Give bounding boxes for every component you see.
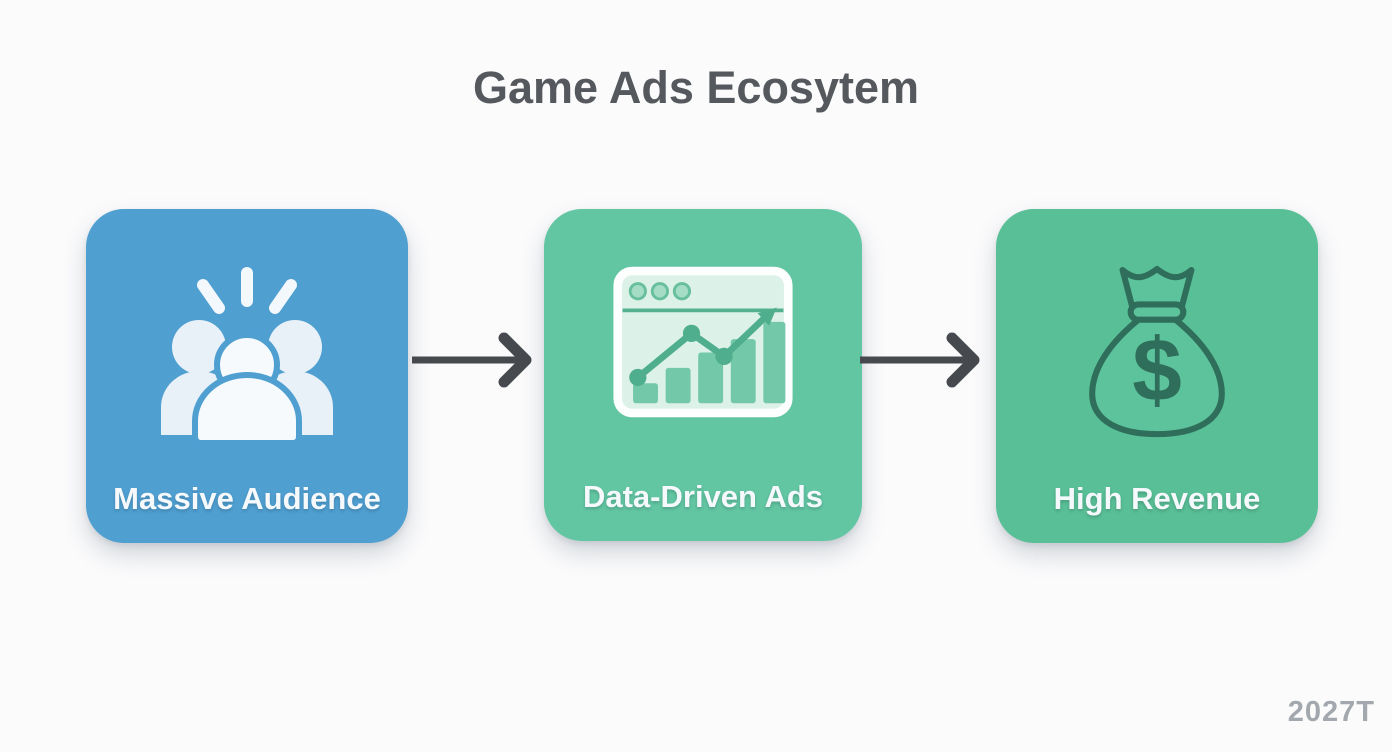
flow-step-label: High Revenue: [1053, 481, 1261, 516]
flow-step-label: Massive Audience: [113, 481, 381, 516]
flow-step-data-driven-ads: Data-Driven Ads: [544, 209, 862, 541]
flow-step-massive-audience: Massive Audience: [86, 209, 408, 543]
audience-people-icon: [161, 267, 333, 446]
watermark-text: 2027T: [1287, 696, 1375, 728]
analytics-window-icon: [613, 266, 793, 418]
money-bag-icon: $: [1089, 265, 1225, 438]
flow-step-label: Data-Driven Ads: [582, 479, 824, 514]
flow-step-high-revenue: $ High Revenue: [996, 209, 1318, 543]
svg-text:$: $: [1132, 320, 1182, 420]
flow-arrow-right-icon: [860, 332, 980, 388]
page-title: Game Ads Ecosytem: [472, 62, 920, 113]
flow-arrow-right-icon: [412, 332, 532, 388]
